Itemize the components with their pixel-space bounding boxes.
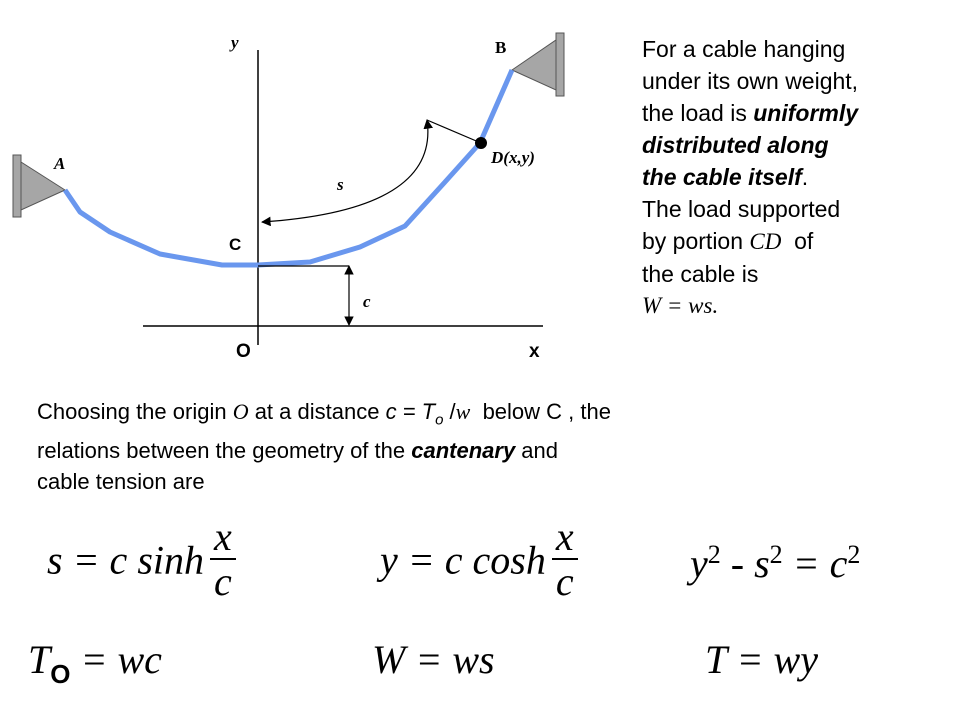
arc-length-s-label: s bbox=[337, 175, 344, 194]
equation-exponent: 2 bbox=[847, 540, 861, 569]
description-line: by portion CD of bbox=[642, 225, 952, 258]
description-line: the load is uniformly bbox=[642, 97, 952, 129]
description-text: by portion bbox=[642, 228, 750, 254]
support-a-plate bbox=[12, 154, 22, 218]
support-b-plate bbox=[555, 32, 565, 97]
description-line: the cable is bbox=[642, 261, 759, 287]
paragraph-text: below C , the bbox=[470, 399, 611, 424]
point-c-label: C bbox=[229, 235, 242, 254]
equation-lhs: s = c sinh bbox=[47, 537, 204, 583]
origin-paragraph: Choosing the origin O at a distance c = … bbox=[37, 396, 937, 497]
fraction-numerator: x bbox=[210, 516, 236, 560]
point-b-label: B bbox=[495, 38, 507, 57]
equation-exponent: 2 bbox=[769, 540, 783, 569]
paragraph-variable: = T bbox=[396, 399, 436, 424]
equation-term: T bbox=[28, 637, 51, 682]
fraction-numerator: x bbox=[551, 516, 578, 560]
catenary-diagram bbox=[12, 32, 565, 345]
equation-y2-s2-c2: y2 - s2 = c2 bbox=[690, 540, 860, 587]
equation-subscript: O bbox=[50, 659, 71, 689]
point-a-label: A bbox=[54, 154, 66, 173]
fraction-denominator: c bbox=[214, 559, 232, 604]
description-text: . bbox=[801, 164, 809, 190]
point-d-label: D(x,y) bbox=[491, 148, 535, 167]
description-emphasis: uniformly bbox=[753, 100, 859, 126]
description-line: For a cable hanging bbox=[642, 36, 846, 62]
s-arc-arrow bbox=[261, 119, 433, 227]
equation-exponent: 2 bbox=[707, 540, 721, 569]
support-b-wedge bbox=[510, 39, 557, 91]
paragraph-line: Choosing the origin O at a distance c = … bbox=[37, 396, 937, 435]
distance-c-label: c bbox=[363, 292, 371, 311]
equation-w-ws: W = ws bbox=[372, 637, 495, 682]
equation-term: y bbox=[690, 541, 708, 586]
paragraph-text: relations between the geometry of the bbox=[37, 438, 412, 464]
equation-lhs: y = c cosh bbox=[380, 537, 546, 583]
support-a-wedge bbox=[20, 161, 67, 211]
origin-label: O bbox=[236, 341, 251, 362]
paragraph-text: and bbox=[515, 438, 559, 464]
cable-curve bbox=[62, 68, 515, 268]
description-block: For a cable hanging under its own weight… bbox=[642, 33, 952, 322]
paragraph-variable: w bbox=[455, 399, 471, 424]
paragraph-variable: c bbox=[385, 399, 397, 424]
description-emphasis: distributed along bbox=[642, 132, 829, 158]
equation-to-wc: TO = wc bbox=[28, 636, 162, 690]
description-line: under its own weight, bbox=[642, 68, 859, 94]
description-text: of bbox=[781, 228, 814, 254]
s-arc-tick bbox=[426, 119, 482, 144]
description-text: the load is bbox=[642, 100, 754, 126]
description-variable: CD bbox=[749, 229, 782, 254]
x-axis-label: x bbox=[529, 341, 540, 362]
paragraph-variable: O bbox=[232, 399, 249, 424]
description-line: the cable itself. bbox=[642, 161, 952, 193]
description-line: The load supported bbox=[642, 196, 841, 222]
paragraph-emphasis: cantenary bbox=[411, 438, 516, 464]
paragraph-subscript: o bbox=[435, 411, 444, 429]
equation-t-wy: T = wy bbox=[705, 637, 818, 682]
description-line: distributed along bbox=[642, 129, 952, 161]
paragraph-line: relations between the geometry of the ca… bbox=[37, 435, 937, 466]
point-d-dot bbox=[475, 137, 487, 149]
equation-term: - s bbox=[720, 541, 770, 586]
y-axis-label: y bbox=[231, 33, 239, 52]
paragraph-text: / bbox=[443, 399, 456, 424]
description-emphasis: the cable itself bbox=[642, 164, 802, 190]
paragraph-text: Choosing the origin bbox=[37, 399, 233, 424]
paragraph-text: at a distance bbox=[248, 399, 386, 424]
fraction-denominator: c bbox=[555, 559, 574, 604]
equation-term: = c bbox=[782, 541, 848, 586]
equation-term: = wc bbox=[70, 637, 162, 682]
paragraph-line: cable tension are bbox=[37, 469, 205, 495]
description-line: W = ws. bbox=[642, 293, 719, 318]
